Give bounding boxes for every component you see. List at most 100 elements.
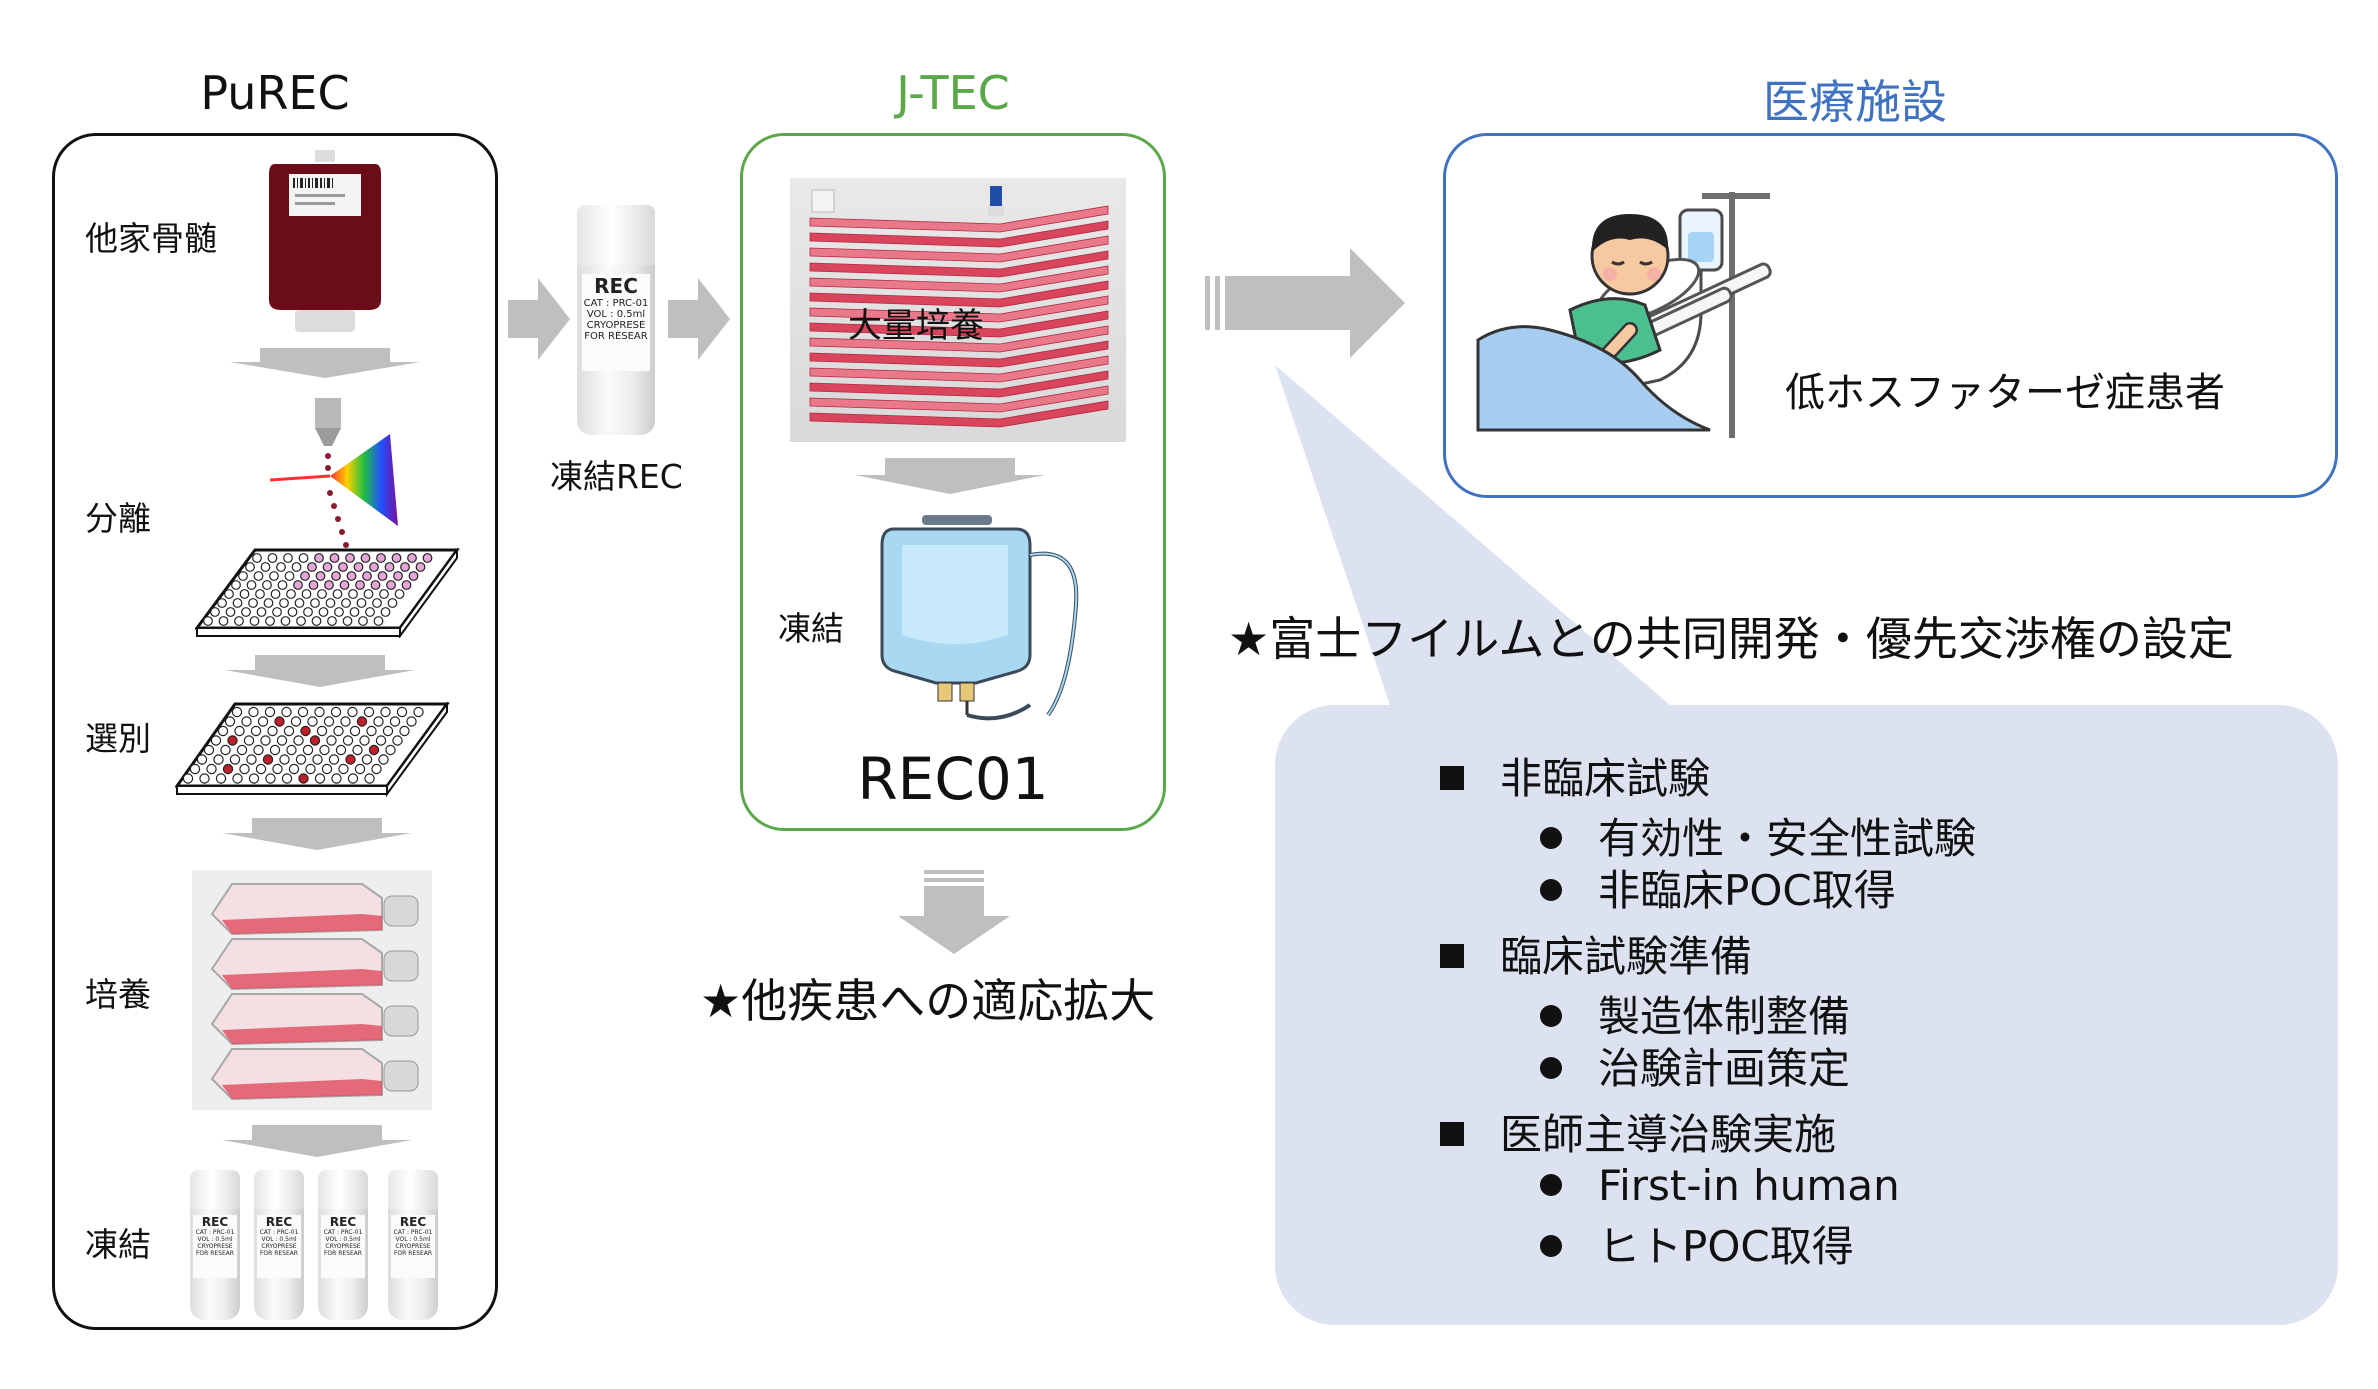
well	[356, 598, 367, 608]
well	[325, 598, 336, 608]
plan-heading-nonclinical: 非臨床試験	[1440, 745, 2320, 805]
well	[401, 580, 412, 590]
well	[298, 553, 309, 563]
well	[255, 589, 265, 599]
well	[300, 571, 310, 581]
well	[248, 598, 258, 608]
cell-sorter-icon	[269, 398, 410, 558]
well	[379, 589, 389, 599]
well	[227, 735, 238, 746]
well	[231, 580, 241, 590]
well	[399, 725, 410, 737]
well	[284, 571, 295, 581]
well	[272, 607, 282, 617]
well	[236, 744, 248, 756]
well	[408, 571, 419, 581]
well	[286, 744, 297, 756]
well	[326, 735, 337, 746]
iv-bag-icon	[880, 515, 1080, 725]
well	[279, 598, 289, 608]
well	[382, 725, 394, 737]
well	[413, 706, 424, 718]
well	[331, 773, 342, 784]
well	[280, 616, 291, 626]
well	[224, 589, 234, 599]
well	[422, 553, 433, 563]
hospital-title: 医療施設	[1763, 75, 1947, 129]
well	[267, 725, 278, 737]
well	[241, 607, 251, 617]
well	[327, 616, 337, 626]
well	[225, 607, 236, 617]
well	[349, 607, 360, 617]
step-culture-label: 培養	[85, 975, 151, 1014]
well	[255, 763, 267, 775]
well	[335, 744, 347, 756]
well	[260, 562, 271, 572]
well	[302, 744, 314, 756]
frozen-rec-label: 凍結REC	[550, 457, 683, 496]
step-selection-label: 選別	[85, 719, 151, 758]
well	[288, 763, 300, 775]
well	[314, 706, 325, 718]
well	[324, 580, 334, 590]
well	[253, 571, 264, 581]
arrow-down-icon	[898, 870, 1010, 954]
well	[359, 735, 370, 746]
well	[298, 773, 309, 784]
product-name: REC01	[857, 745, 1049, 813]
jtec-title: J-TEC	[896, 66, 1010, 120]
well	[387, 598, 398, 608]
well	[346, 571, 357, 581]
plan-item: ヒトPOC取得	[1440, 1213, 2320, 1271]
well	[376, 553, 386, 563]
well	[283, 725, 295, 737]
well	[312, 754, 323, 765]
well	[364, 773, 375, 784]
well	[281, 773, 293, 784]
well	[317, 589, 327, 599]
well	[210, 607, 220, 617]
well	[329, 553, 340, 563]
well	[348, 589, 358, 599]
well	[391, 553, 402, 563]
well	[303, 607, 313, 617]
cell-factory-icon	[790, 178, 1126, 442]
well	[250, 725, 262, 737]
mass-culture-label: 大量培養	[848, 306, 984, 346]
well	[277, 580, 288, 590]
well	[241, 716, 252, 727]
arrow-right-icon	[508, 278, 570, 360]
well	[378, 754, 389, 765]
well	[246, 580, 257, 590]
arrow-down-icon	[222, 1125, 412, 1157]
well	[264, 706, 276, 718]
purec-panel	[52, 133, 498, 1330]
well	[287, 607, 298, 617]
well	[220, 744, 231, 756]
well	[182, 773, 194, 784]
well	[229, 754, 241, 765]
well	[415, 562, 426, 572]
plan-heading-investigator-trial: 医師主導治験実施	[1440, 1101, 2320, 1161]
step-separation-label: 分離	[85, 499, 151, 538]
well	[279, 754, 290, 765]
well	[389, 716, 401, 727]
well	[392, 735, 403, 746]
well	[210, 735, 222, 746]
well	[246, 754, 257, 765]
plan-item: 有効性・安全性試験	[1440, 805, 2320, 863]
well	[341, 598, 351, 608]
well	[356, 716, 368, 727]
well	[218, 616, 229, 626]
culture-flasks-icon	[192, 870, 432, 1110]
plan-list: 非臨床試験 有効性・安全性試験 非臨床POC取得 臨床試験準備 製造体制整備 治…	[1440, 745, 2320, 1271]
well	[239, 589, 250, 599]
fujifilm-callout: ★富士フイルムとの共同開発・優先交渉権の設定	[1228, 612, 2234, 666]
well	[315, 571, 326, 581]
well	[339, 580, 350, 590]
well	[224, 716, 236, 727]
well	[354, 763, 366, 775]
